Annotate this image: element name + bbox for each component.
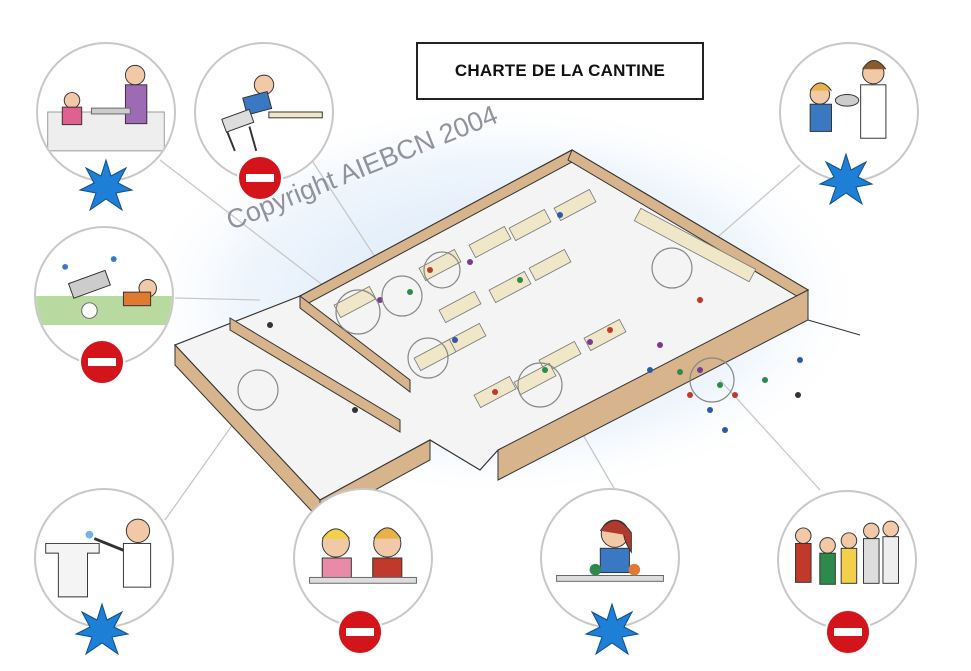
vignette-washing-hands [34,488,174,628]
star-icon [584,602,640,656]
star-icon [78,158,134,212]
vignette-queue-waiting [777,490,917,630]
crowd [267,212,803,433]
no-entry-icon [79,339,125,385]
vignette-running-food-spill [34,226,174,366]
vignette-arguing-children [293,488,433,628]
page-title: CHARTE DE LA CANTINE [454,61,666,80]
star-icon [818,152,874,206]
no-entry-icon [825,609,871,655]
vignette-served-by-staff [779,42,919,182]
star-icon [74,602,130,656]
highlight-rings [237,247,735,411]
title-box: CHARTE DE LA CANTINE [416,42,704,100]
vignette-tipping-chair [194,42,334,182]
vignette-eating-politely [540,488,680,628]
no-entry-icon [337,609,383,655]
no-entry-icon [237,155,283,201]
